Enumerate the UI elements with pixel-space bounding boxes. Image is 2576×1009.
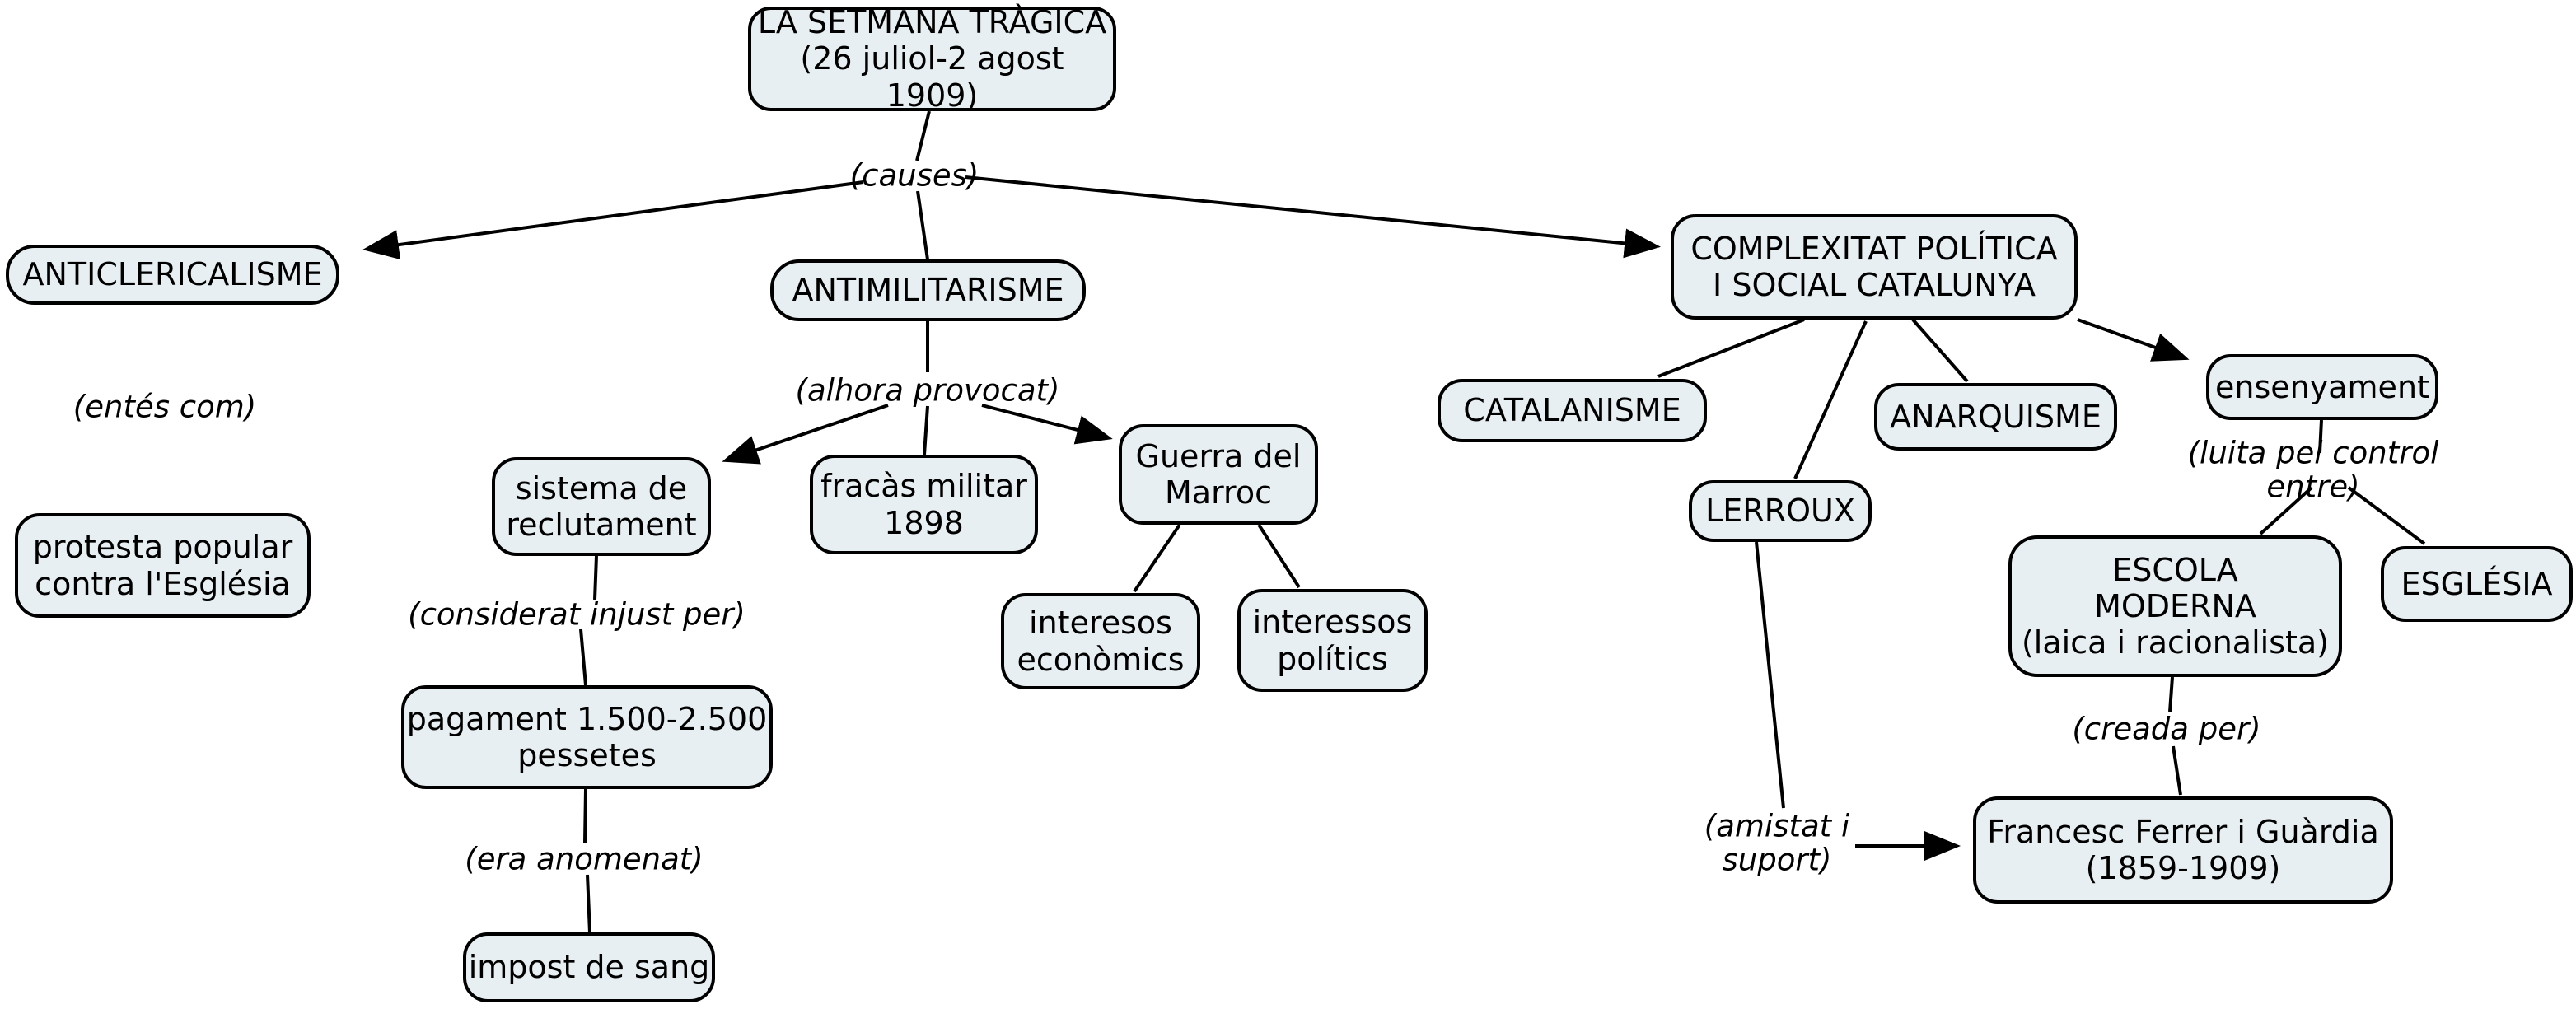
node-pagament-pessetes[interactable]: pagament 1.500-2.500 pessetes [401, 685, 773, 789]
node-interessos-politics[interactable]: interessos polítics [1237, 589, 1428, 692]
node-escola-moderna[interactable]: ESCOLA MODERNA (laica i racionalista) [2008, 535, 2342, 677]
node-ensenyament[interactable]: ensenyament [2206, 354, 2438, 420]
connector-era-to-impost [586, 874, 591, 933]
connector-alhora-to-fracas [923, 405, 929, 455]
connector-considerat-to-pagament [579, 628, 587, 686]
connector-pagament-to-era [583, 788, 587, 843]
connector-causes-to-antimilitarisme [916, 190, 929, 260]
connector-luita-to-escola [2259, 486, 2313, 535]
node-ferrer-guardia[interactable]: Francesc Ferrer i Guàrdia (1859-1909) [1973, 796, 2393, 904]
node-anarquisme[interactable]: ANARQUISME [1874, 383, 2117, 451]
edge-label-considerat-injust-per: (considerat injust per) [408, 596, 746, 633]
node-complexitat-politica[interactable]: COMPLEXITAT POLÍTICA I SOCIAL CATALUNYA [1671, 214, 2078, 320]
edge-label-amistat-i-suport: (amistat i suport) [1704, 808, 1850, 878]
connector-alhora-to-guerra [981, 404, 1113, 445]
connector-alhora-to-sistema [722, 404, 889, 465]
connector-title-to-causes [915, 110, 931, 161]
node-interesos-economics[interactable]: interesos econòmics [1001, 593, 1200, 689]
connector-creada-to-ferrer [2172, 745, 2182, 796]
node-protesta-popular[interactable]: protesta popular contra l'Església [15, 513, 311, 618]
node-anticlericalisme[interactable]: ANTICLERICALISME [6, 245, 339, 305]
connector-complexitat-to-lerroux [1793, 320, 1868, 479]
node-setmana-tragica[interactable]: LA SETMANA TRÀGICA (26 juliol-2 agost 19… [748, 4, 1116, 114]
node-impost-de-sang[interactable]: impost de sang [463, 932, 715, 1002]
edge-label-causes: (causes) [849, 157, 979, 194]
node-catalanisme[interactable]: CATALANISME [1438, 379, 1707, 442]
connector-guerra-to-interesos [1133, 523, 1181, 593]
node-fracas-militar[interactable]: fracàs militar 1898 [810, 455, 1038, 554]
connector-complexitat-to-anarquisme [1911, 318, 1969, 383]
connector-causes-to-complexitat [965, 175, 1661, 259]
edge-label-era-anomenat: (era anomenat) [465, 841, 704, 877]
edge-label-entes-com: (entés com) [72, 389, 257, 425]
connector-lerroux-to-amistat [1755, 541, 1785, 809]
connector-luita-to-esglesia [2347, 486, 2426, 545]
connector-complexitat-to-ensenyament [2077, 318, 2190, 362]
edge-label-alhora-provocat: (alhora provocat) [795, 372, 1060, 409]
connector-complexitat-to-catalanisme [1657, 318, 1805, 378]
edge-label-luita-pel-control: (luita pel control entre) [2187, 435, 2439, 505]
node-esglesia[interactable]: ESGLÉSIA [2381, 546, 2573, 622]
node-sistema-reclutament[interactable]: sistema de reclutament [492, 457, 711, 556]
node-antimilitarisme[interactable]: ANTIMILITARISME [770, 259, 1086, 321]
connector-causes-to-anticlericalisme [362, 180, 864, 260]
connector-escola-to-creada [2168, 676, 2174, 712]
connector-sistema-to-considerat [593, 555, 598, 600]
edge-label-creada-per: (creada per) [2072, 711, 2261, 747]
node-lerroux[interactable]: LERROUX [1689, 480, 1872, 542]
connector-guerra-to-interessos [1257, 523, 1301, 589]
connector-ensenyament-to-luita [2318, 419, 2323, 454]
node-guerra-marroc[interactable]: Guerra del Marroc [1119, 424, 1318, 525]
